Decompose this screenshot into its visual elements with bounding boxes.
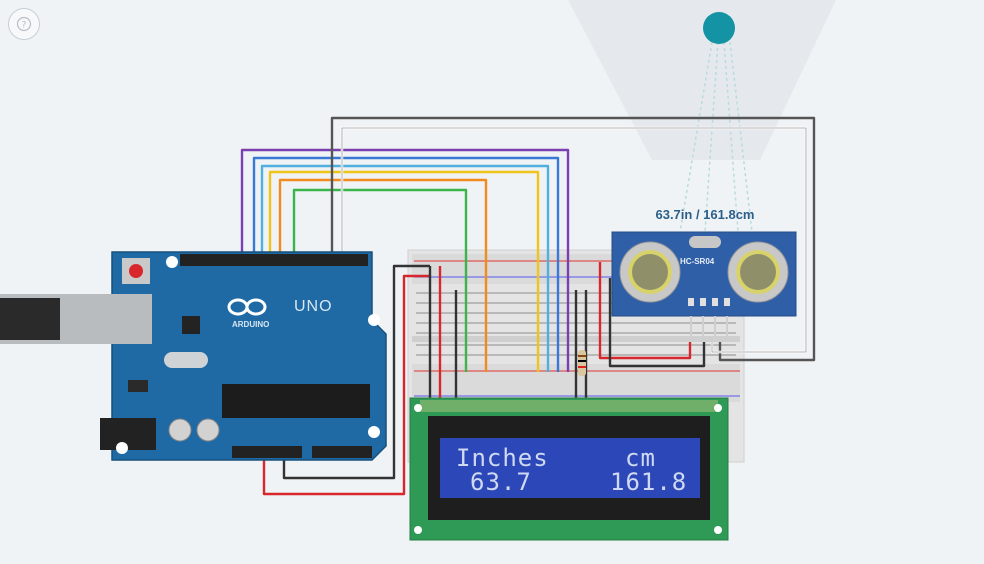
- sensor-beam-lines: [679, 41, 753, 233]
- wire-lightblue: [260, 164, 550, 372]
- target-object[interactable]: [703, 12, 735, 44]
- sensor-beam-cone: [568, 0, 836, 160]
- wire-orange: [278, 178, 488, 372]
- question-icon: ?: [16, 16, 32, 32]
- arduino-uno-board[interactable]: [0, 251, 387, 461]
- wire-black-sensor: [608, 278, 706, 368]
- wire-red-sensor: [598, 262, 692, 360]
- wire-gray-top: [341, 127, 807, 353]
- wire-purple: [240, 148, 570, 372]
- wire-black-gnd: [282, 264, 430, 480]
- help-button[interactable]: ?: [8, 8, 40, 40]
- lcd-line2-left: 63.7: [470, 468, 532, 496]
- wire-green: [292, 188, 468, 372]
- svg-text:?: ?: [22, 21, 27, 31]
- wire-blue: [252, 156, 560, 372]
- arduino-logo-icon: [227, 298, 267, 316]
- wire-black-top: [330, 116, 816, 362]
- lcd-line1-left: Inches: [456, 444, 549, 472]
- sensor-model-label: HC-SR04: [680, 257, 715, 266]
- arduino-model-label: UNO: [294, 298, 333, 315]
- wires: [240, 116, 816, 496]
- breadboard-columns: [428, 266, 588, 402]
- lcd-screen: [440, 438, 700, 498]
- lcd-line2-right: 161.8: [610, 468, 688, 496]
- power-jack: [100, 418, 156, 450]
- wire-yellow: [268, 170, 540, 372]
- lcd-display[interactable]: [409, 397, 729, 541]
- ultrasonic-sensor[interactable]: [611, 231, 797, 342]
- analog-header: [312, 446, 372, 458]
- atmega-chip: [222, 384, 370, 418]
- resistor[interactable]: [578, 350, 586, 376]
- wire-red-gnd: [262, 274, 430, 496]
- power-header: [232, 446, 302, 458]
- distance-readout: 63.7in / 161.8cm: [655, 207, 755, 222]
- digital-header: [180, 254, 368, 266]
- arduino-brand-label: ARDUINO: [232, 320, 270, 329]
- lcd-line1-right: cm: [625, 444, 656, 472]
